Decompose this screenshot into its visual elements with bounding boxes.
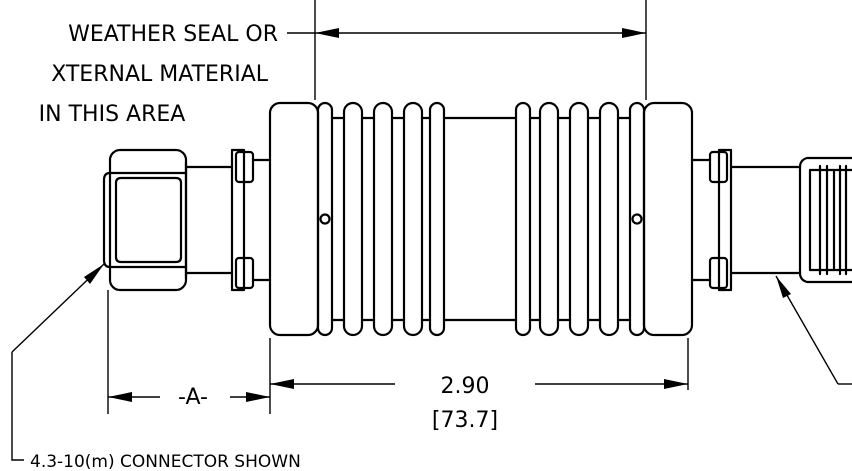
body-length-mm: [73.7]: [432, 408, 498, 433]
right-end-cap: [642, 101, 694, 337]
body-length-inches: 2.90: [441, 374, 490, 399]
weather-seal-dimension: [287, 28, 646, 38]
left-connector: [102, 148, 272, 292]
hex-nut: [108, 148, 188, 292]
left-end-cap: [268, 101, 320, 337]
body-length-dimension-line: [270, 379, 688, 389]
connector-note: 4.3-10(m) CONNECTOR SHOWN: [30, 452, 301, 471]
extension-lines: [107, 0, 689, 414]
weather-seal-label-line3: IN THIS AREA: [39, 102, 186, 127]
weather-seal-label-line1: WEATHER SEAL OR: [68, 22, 278, 47]
right-connector: [690, 148, 852, 292]
weather-seal-label-line2: XTERNAL MATERIAL: [51, 62, 269, 87]
screw-hole-left: [319, 213, 331, 225]
dimension-a-line: [108, 392, 270, 402]
screw-hole-right: [631, 213, 643, 225]
dimension-a-label: -A-: [178, 385, 208, 410]
right-leader: [775, 275, 852, 385]
finned-body: [268, 101, 694, 337]
hex-nut-left-edge: [102, 171, 112, 269]
connector-leader: [11, 263, 105, 461]
